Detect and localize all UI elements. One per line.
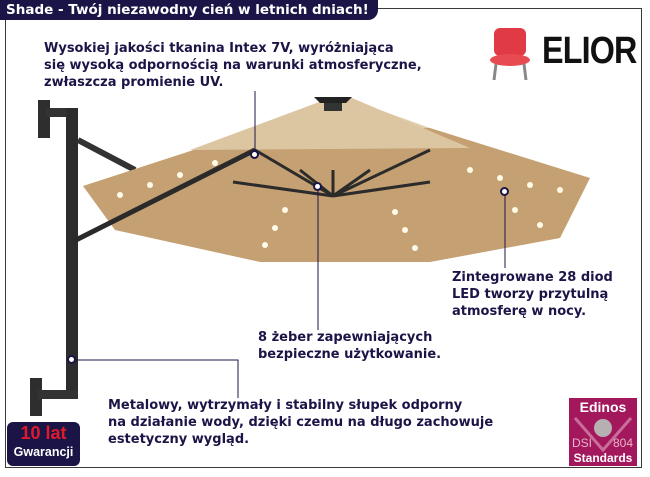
callout-marker-pole	[67, 355, 76, 364]
page-title: Shade - Twój niezawodny cień w letnich d…	[0, 0, 378, 20]
warranty-label: Gwarancji	[13, 445, 74, 459]
callout-marker-led	[500, 187, 509, 196]
callout-ribs: 8 żeber zapewniających bezpieczne użytko…	[258, 330, 442, 362]
callout-marker-fabric	[250, 150, 259, 159]
cert-bottom: Standards	[573, 451, 633, 465]
cert-right: 804	[612, 436, 633, 450]
callout-pole: Metalowy, wytrzymały i stabilny słupek o…	[108, 398, 494, 447]
brand-name: ELIOR	[542, 30, 637, 72]
callout-fabric: Wysokiej jakości tkanina Intex 7V, wyróż…	[44, 41, 422, 90]
warranty-years: 10 lat	[20, 423, 67, 443]
certification-badge: Edinos DSI 804 Standards	[569, 398, 637, 466]
cert-top: Edinos	[579, 399, 627, 415]
warranty-badge: 10 lat Gwarancji	[7, 422, 80, 466]
callout-marker-ribs	[313, 182, 322, 191]
checkmark-icon	[573, 417, 633, 453]
brand-logo: ELIOR	[484, 20, 637, 81]
cert-left: DSI	[572, 436, 593, 450]
red-chair-icon	[490, 28, 530, 81]
callout-led: Zintegrowane 28 diod LED tworzy przytuln…	[452, 270, 613, 319]
